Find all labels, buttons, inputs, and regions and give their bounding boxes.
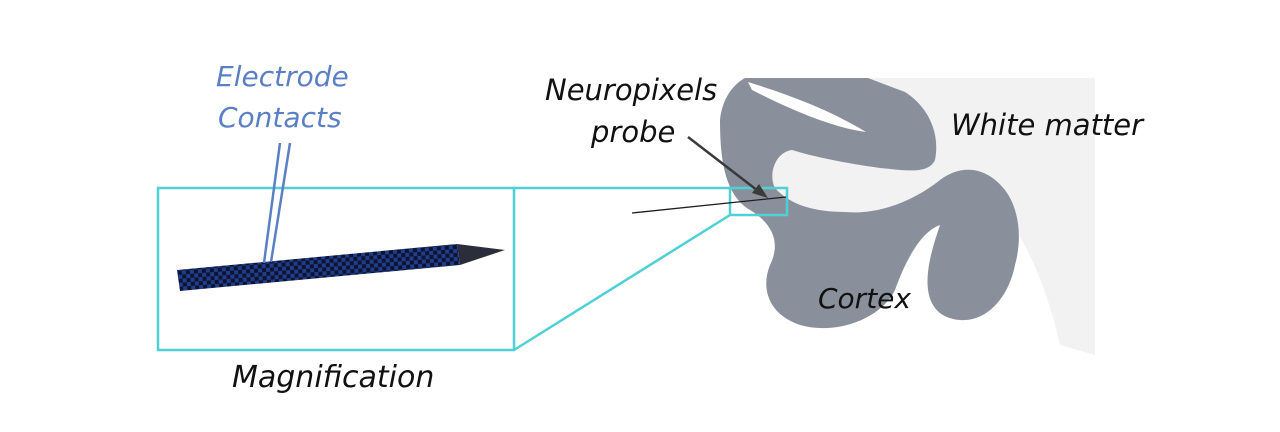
- sulcus-notch: [748, 82, 866, 132]
- cortex-region: [720, 78, 1019, 329]
- magnification-label: Magnification: [232, 360, 434, 395]
- electrode-contact-pointers: [262, 142, 292, 264]
- electrode-label-line1: Electrode: [216, 60, 349, 93]
- probe-label-line2: probe: [590, 115, 675, 149]
- magnification-connectors: [513, 186, 731, 352]
- magnification-box: [156, 186, 516, 352]
- white-matter-label: White matter: [951, 108, 1145, 142]
- probe-shank: [177, 244, 460, 291]
- cortex-label: Cortex: [818, 282, 911, 315]
- probe-arrow: [687, 136, 768, 198]
- probe-in-cortex: [631, 196, 787, 214]
- probe-tip: [457, 244, 505, 265]
- probe-label-line1: Neuropixels: [545, 73, 717, 107]
- electrode-label-line2: Contacts: [218, 101, 342, 134]
